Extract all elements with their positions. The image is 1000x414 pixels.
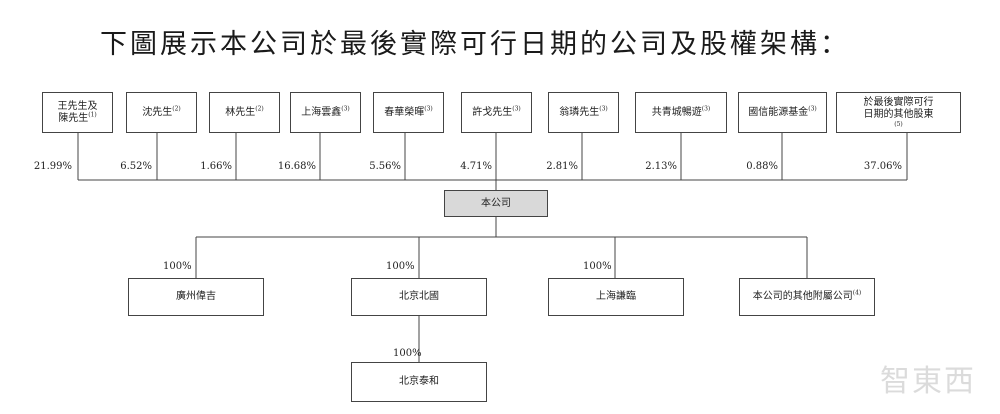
shareholder-name: 於最後實際可行 日期的其他股東 [863,97,934,120]
footnote-marker: (2) [172,105,181,113]
shareholder-name: 許戈先生 [472,106,513,118]
footnote-marker: (3) [341,105,350,113]
shareholding-percentage: 21.99% [33,161,72,172]
shareholder-name: 共青城暢遊 [651,106,702,118]
subsidiary-box: 北京北國 [351,278,487,316]
shareholder-box: 許戈先生(3) [461,92,532,133]
shareholder-box: 共青城暢遊(3) [635,92,727,133]
subsidiary-name: 廣州偉吉 [176,291,216,302]
shareholder-box: 翁璘先生(3) [548,92,619,133]
watermark-logo: 智東西 [880,364,976,399]
footnote-marker: (3) [599,105,608,113]
subsidiary-box: 廣州偉吉 [128,278,264,316]
footnote-marker: (5) [894,121,903,128]
shareholder-box: 國信能源基金(3) [738,92,827,133]
company-name: 本公司 [481,197,511,209]
shareholder-name: 上海雲鑫 [301,106,342,118]
shareholder-name: 國信能源基金 [748,106,809,118]
footnote-marker: (3) [424,105,433,113]
shareholder-box: 林先生(2) [209,92,280,133]
subsidiary-name: 北京北國 [399,291,439,302]
shareholder-box: 春華榮暉(3) [373,92,444,133]
footnote-marker: (3) [808,105,817,113]
subsidiary-percentage: 100% [163,261,192,272]
shareholding-percentage: 5.56% [369,161,401,172]
shareholder-name: 王先生及 陳先生 [57,100,98,124]
footnote-marker: (2) [255,105,264,113]
page-title: 下圖展示本公司於最後實際可行日期的公司及股權架構： [100,29,850,60]
subsidiary-percentage: 100% [393,348,422,359]
shareholder-name: 春華榮暉 [384,106,425,118]
subsidiary-box: 本公司的其他附屬公司(4) [739,278,875,316]
company-box: 本公司 [444,190,548,217]
shareholding-percentage: 16.68% [277,161,316,172]
shareholder-box: 於最後實際可行 日期的其他股東 (5) [836,92,961,133]
subsidiary-percentage: 100% [386,261,415,272]
subsidiary-name: 上海謙臨 [596,291,636,302]
shareholding-percentage: 2.13% [645,161,677,172]
footnote-marker: (1) [88,111,97,119]
subsidiary-box: 上海謙臨 [548,278,684,316]
shareholder-box: 上海雲鑫(3) [290,92,361,133]
shareholding-percentage: 0.88% [746,161,778,172]
shareholder-box: 王先生及 陳先生(1) [42,92,113,133]
footnote-marker: (3) [701,105,711,113]
shareholding-percentage: 6.52% [120,161,152,172]
shareholding-percentage: 1.66% [200,161,232,172]
shareholder-name: 林先生 [225,106,256,118]
subsidiary-name: 北京泰和 [399,376,439,387]
shareholder-name: 翁璘先生 [559,106,600,118]
footnote-marker: (3) [512,105,521,113]
subsidiary-name: 本公司的其他附屬公司 [752,291,853,302]
subsidiary-percentage: 100% [583,261,612,272]
footnote-marker: (4) [852,289,862,297]
subsidiary-box: 北京泰和 [351,362,487,402]
shareholding-percentage: 2.81% [546,161,578,172]
shareholder-box: 沈先生(2) [126,92,197,133]
shareholding-percentage: 4.71% [460,161,492,172]
shareholder-name: 沈先生 [142,106,173,118]
shareholding-percentage: 37.06% [863,161,902,172]
